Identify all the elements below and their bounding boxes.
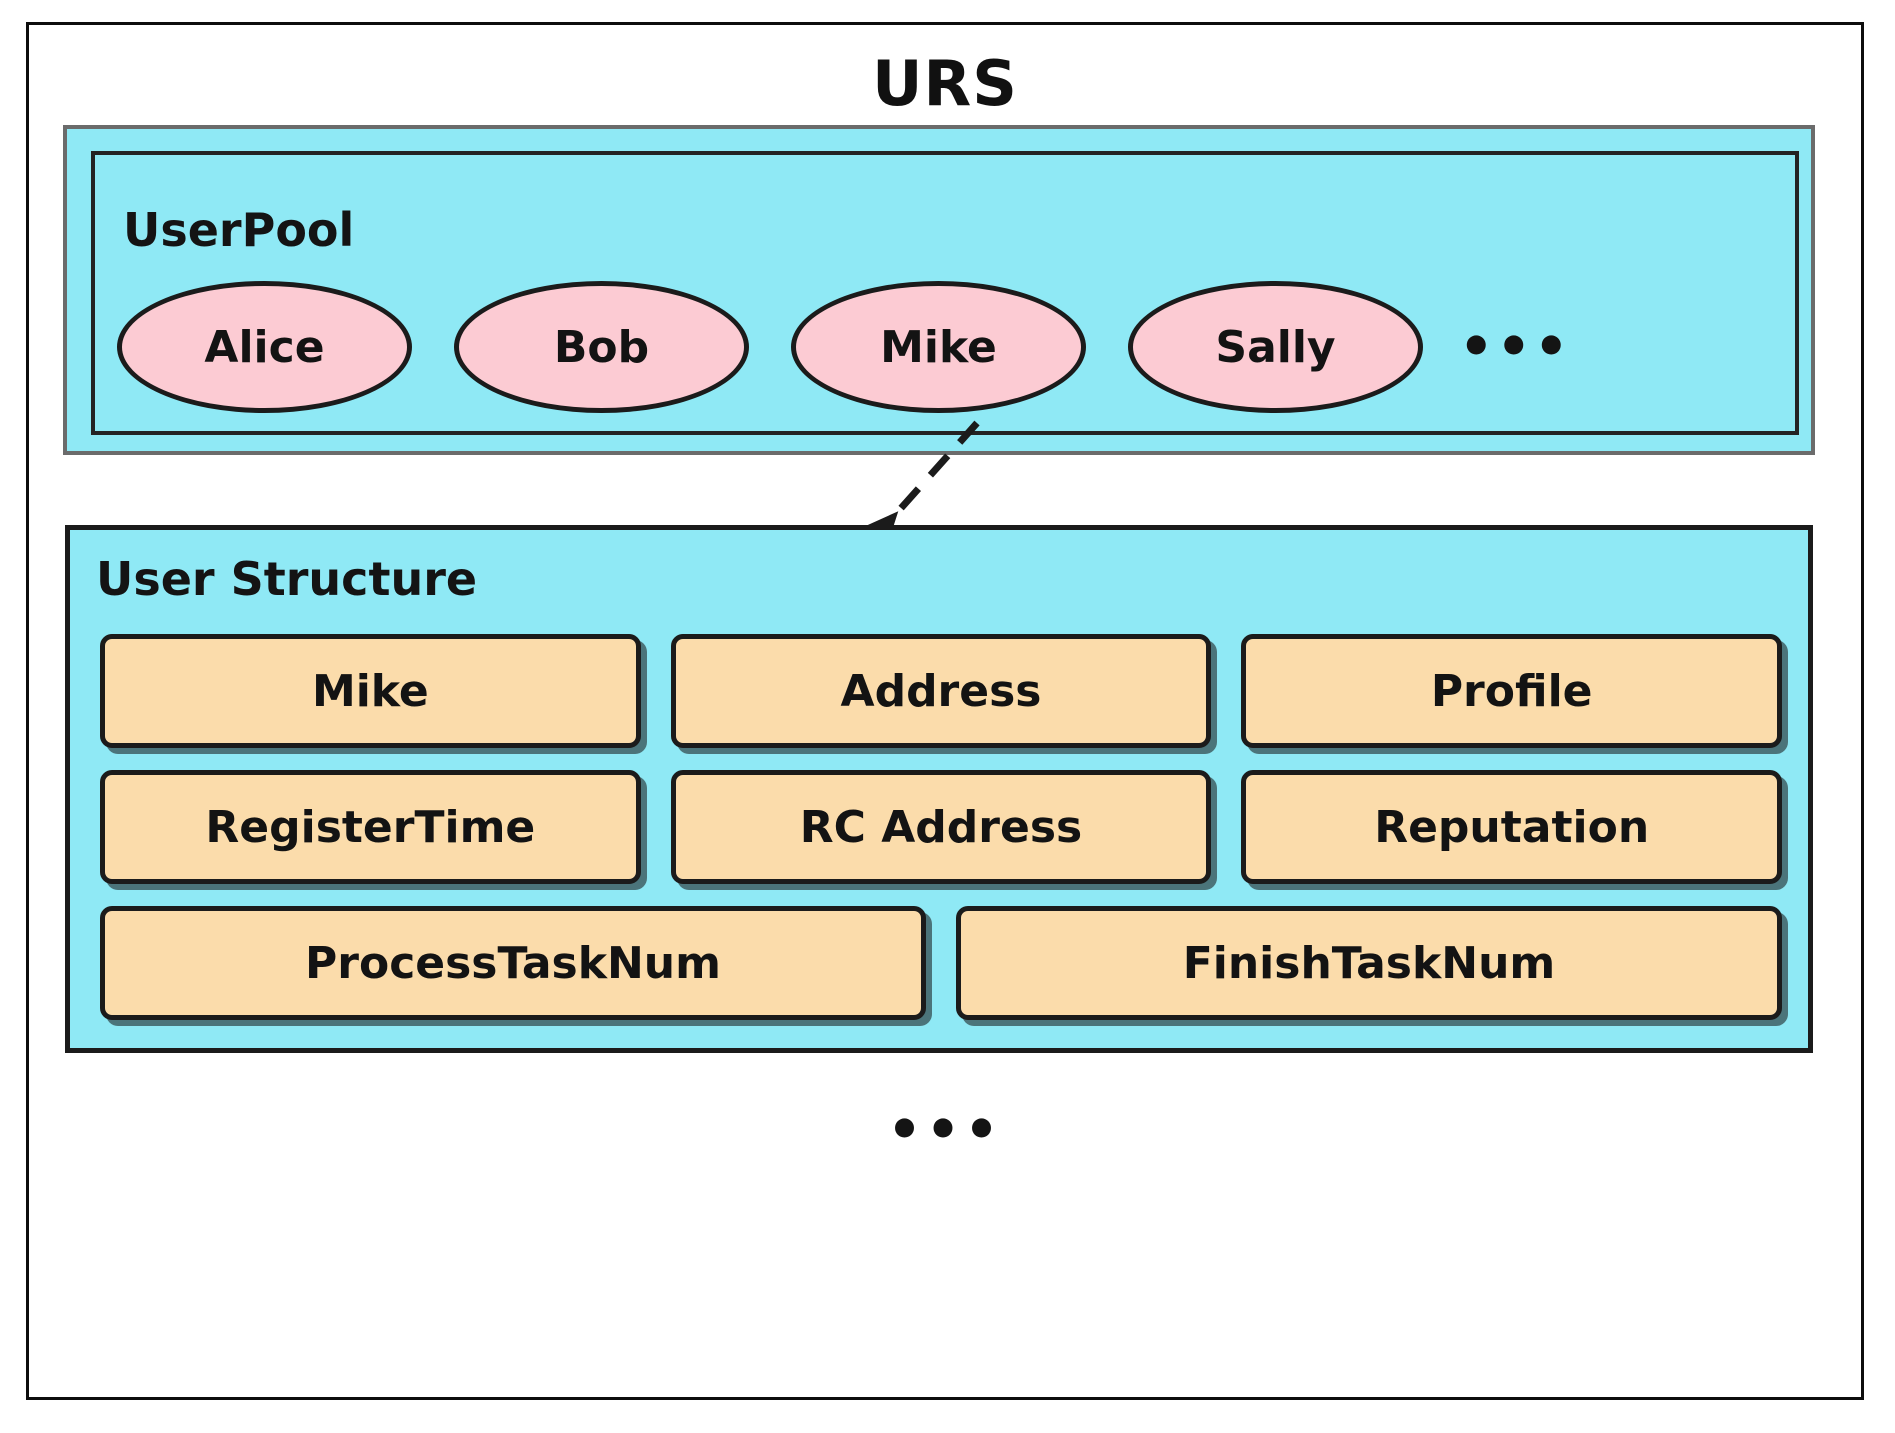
user-structure-label: User Structure <box>96 552 478 606</box>
urs-overflow-ellipsis: ••• <box>887 1098 1003 1161</box>
field-box-reputation[interactable]: Reputation <box>1241 770 1783 884</box>
field-box-registertime[interactable]: RegisterTime <box>100 770 641 884</box>
user-node-bob[interactable]: Bob <box>454 281 749 413</box>
field-box-processtasknum[interactable]: ProcessTaskNum <box>100 906 926 1020</box>
field-box-rc-address[interactable]: RC Address <box>670 770 1212 884</box>
userpool-panel-outer: UserPool Alice Bob Mike Sally ••• <box>63 125 1815 455</box>
user-structure-panel: User Structure Mike Address Profile Regi… <box>65 525 1813 1053</box>
user-node-sally[interactable]: Sally <box>1128 281 1423 413</box>
user-structure-field-grid: Mike Address Profile RegisterTime RC Add… <box>100 634 1783 1020</box>
userpool-node-row: Alice Bob Mike Sally ••• <box>117 277 1785 417</box>
field-box-profile[interactable]: Profile <box>1241 634 1783 748</box>
field-box-name[interactable]: Mike <box>100 634 641 748</box>
userpool-overflow-ellipsis: ••• <box>1459 315 1572 379</box>
field-row-2: RegisterTime RC Address Reputation <box>100 770 1783 884</box>
field-row-1: Mike Address Profile <box>100 634 1783 748</box>
field-box-finishtasknum[interactable]: FinishTaskNum <box>956 906 1782 1020</box>
page-title: URS <box>872 47 1018 120</box>
field-box-address[interactable]: Address <box>670 634 1212 748</box>
field-row-3: ProcessTaskNum FinishTaskNum <box>100 906 1782 1020</box>
userpool-panel: UserPool Alice Bob Mike Sally ••• <box>91 151 1799 435</box>
user-node-mike[interactable]: Mike <box>791 281 1086 413</box>
user-node-alice[interactable]: Alice <box>117 281 412 413</box>
userpool-label: UserPool <box>123 203 355 257</box>
urs-outer-frame: URS UserPool Alice Bob Mike Sally ••• <box>26 22 1864 1400</box>
